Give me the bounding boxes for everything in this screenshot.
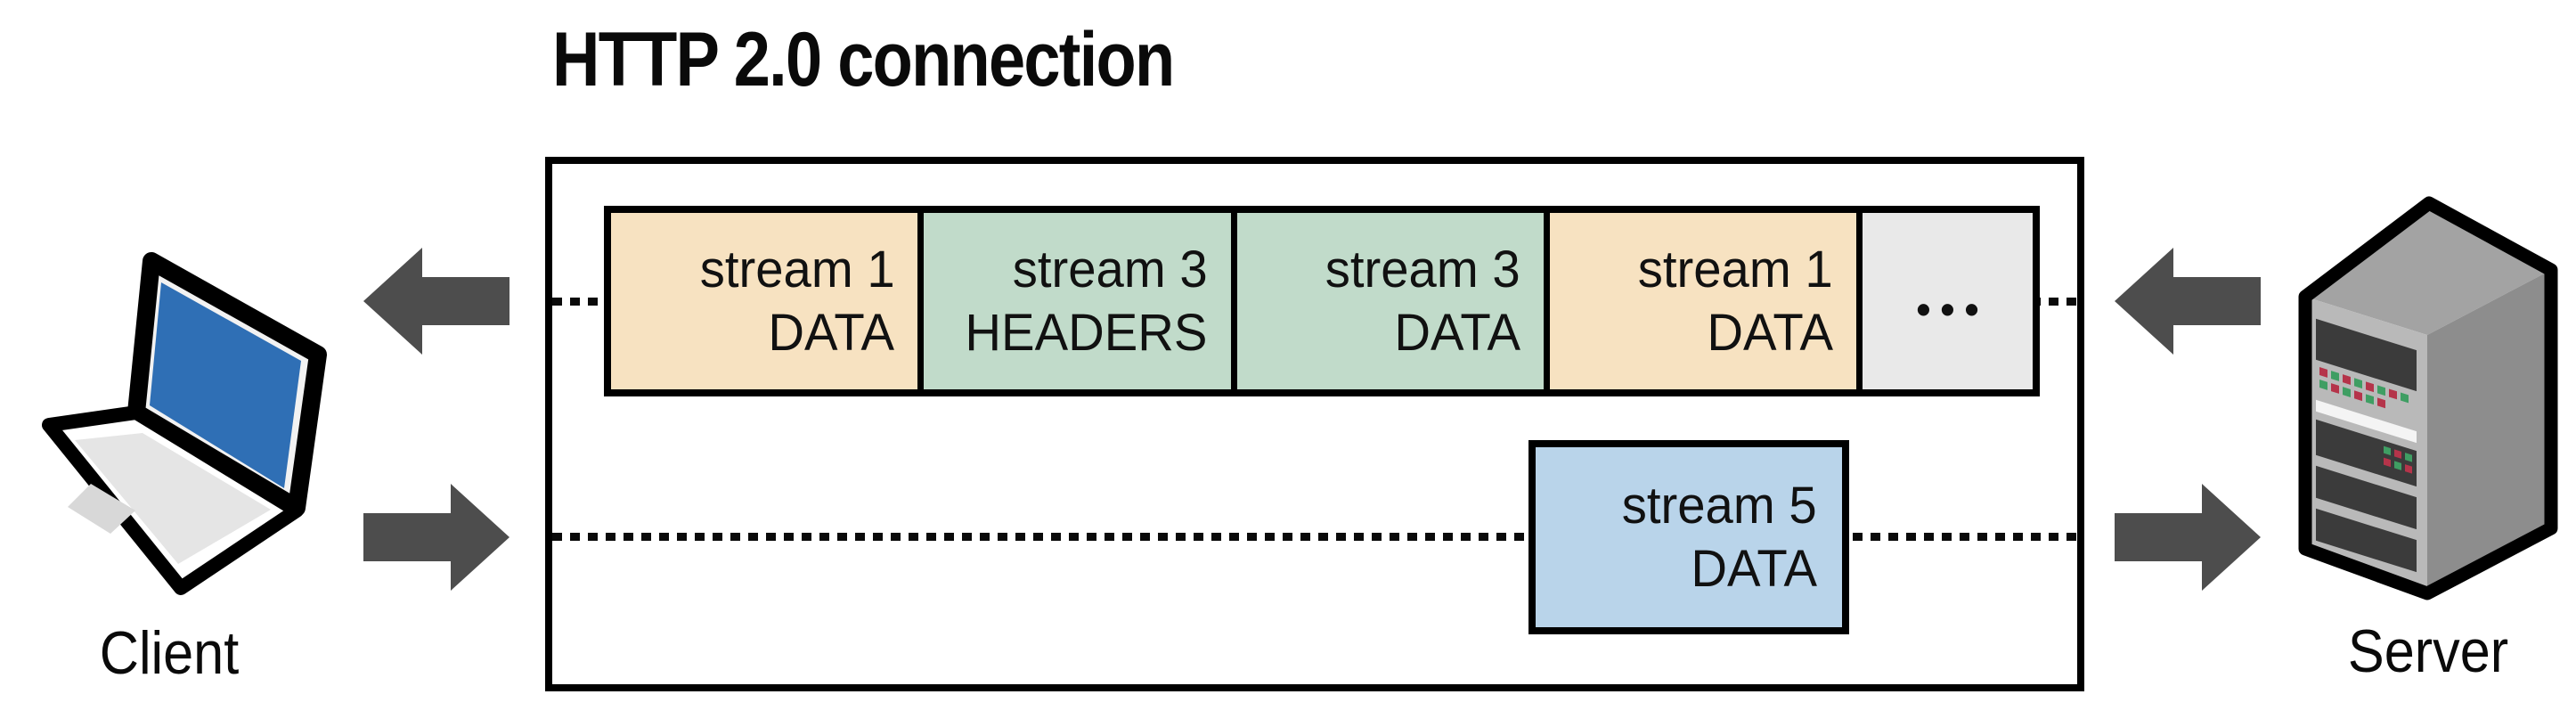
ellipsis-dots: ••• (1916, 286, 1989, 332)
client-label: Client (99, 619, 240, 687)
frame-stream-1-data: stream 1 DATA (1543, 213, 1856, 389)
frame-stream-3-data: stream 3 DATA (1230, 213, 1544, 389)
server-icon-area (2291, 194, 2558, 620)
frame-type-label: DATA (768, 304, 895, 362)
frame-stream-label: stream 1 (699, 241, 895, 298)
bottom-lane-dotted-line (552, 533, 2077, 541)
frame-stream-label: stream 3 (1325, 241, 1520, 298)
client-icon-area (36, 227, 534, 610)
laptop-icon (42, 252, 327, 595)
frame-stream-label: stream 3 (1012, 241, 1208, 298)
arrow-left-icon (363, 248, 509, 355)
page-title: HTTP 2.0 connection (552, 17, 1175, 102)
arrow-right-icon (363, 484, 509, 591)
frame-type-label: DATA (1707, 304, 1833, 362)
frame-stream-label: stream 5 (1622, 477, 1817, 535)
frame-stream-3-headers: stream 3 HEADERS (917, 213, 1231, 389)
frame-stream-label: stream 1 (1638, 241, 1833, 298)
server-tower-icon (2298, 196, 2558, 600)
frame-stream-1-data: stream 1 DATA (611, 213, 918, 389)
frame-type-label: DATA (1394, 304, 1520, 362)
frame-type-label: DATA (1691, 540, 1817, 598)
arrow-right-icon (2115, 484, 2261, 591)
server-label: Server (2347, 617, 2509, 685)
frame-more-indicator: ••• (1856, 213, 2033, 389)
arrow-left-icon (2115, 248, 2261, 355)
frame-stream5-data: stream 5 DATA (1528, 440, 1849, 634)
frame-type-label: HEADERS (965, 304, 1208, 362)
